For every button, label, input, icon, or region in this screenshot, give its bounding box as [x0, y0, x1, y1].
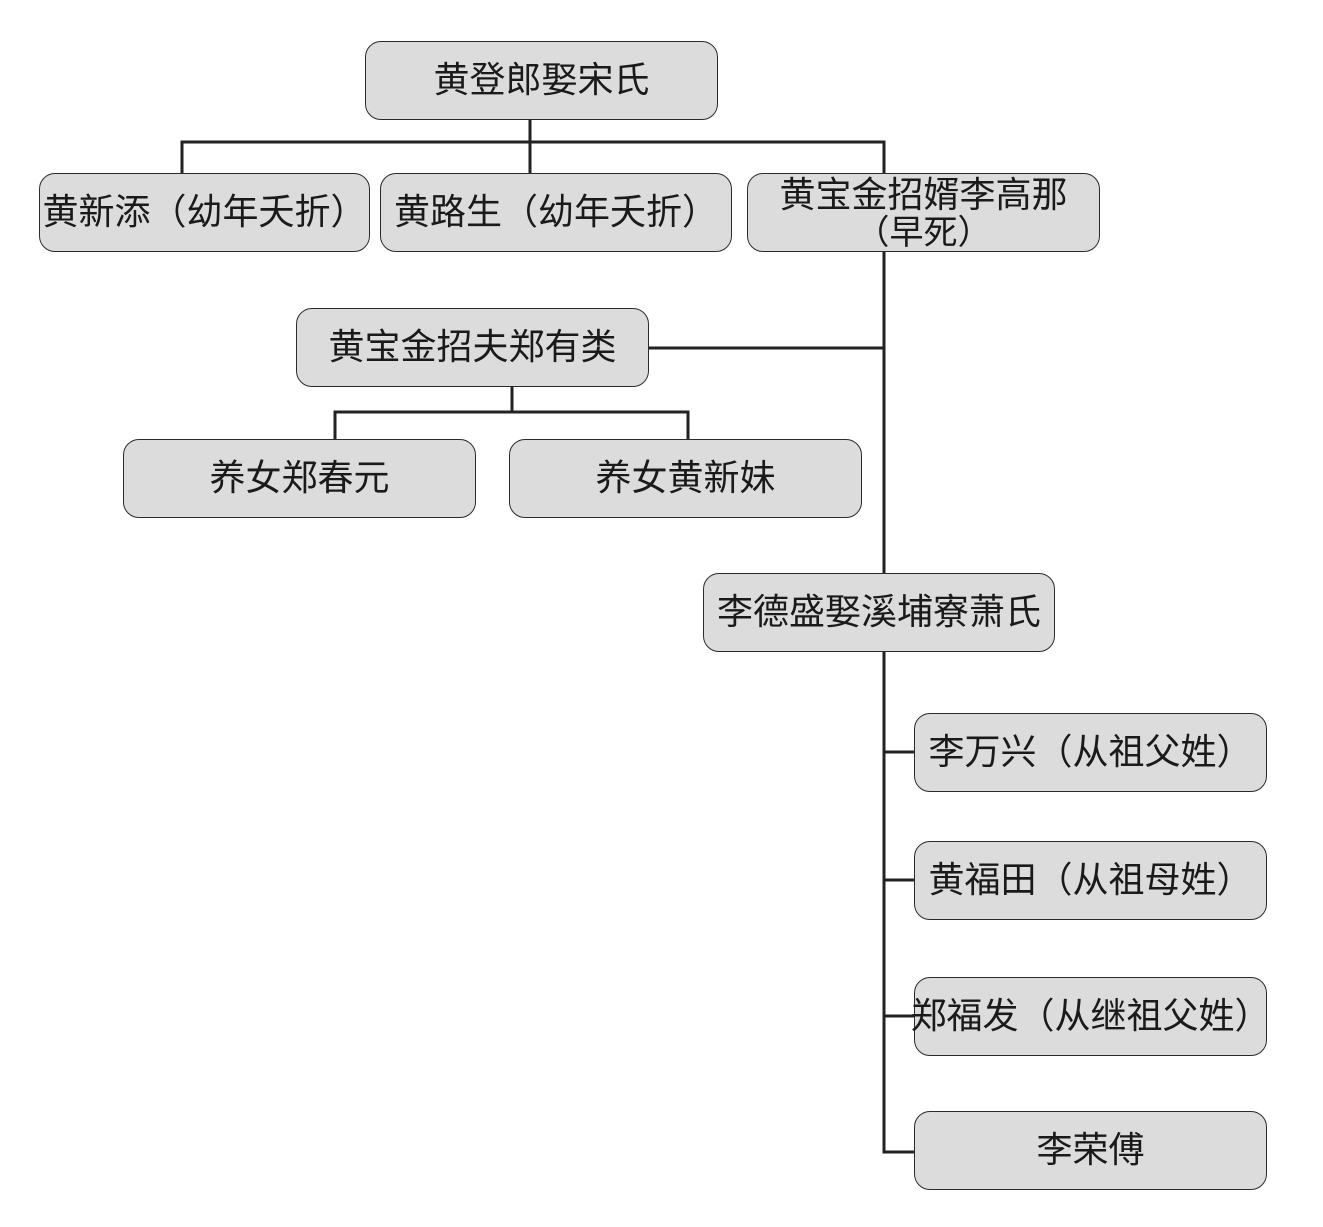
node-great3: 郑福发（从继祖父姓）: [911, 977, 1271, 1056]
node-adopted1-label: 养女郑春元: [209, 457, 390, 499]
node-great3-label: 郑福发（从继祖父姓）: [910, 995, 1271, 1037]
node-son2: 黄路生（幼年夭折）: [380, 173, 732, 252]
node-adopted2: 养女黄新妹: [509, 439, 862, 518]
node-great2-label: 黄福田（从祖母姓）: [928, 859, 1253, 901]
node-husband2: 黄宝金招夫郑有类: [296, 308, 649, 387]
node-son1: 黄新添（幼年夭折）: [39, 173, 370, 252]
node-grandson: 李德盛娶溪埔寮萧氏: [703, 573, 1055, 652]
node-daughter-label-line1: 黄宝金招婿李高那: [779, 174, 1068, 216]
node-adopted1: 养女郑春元: [123, 439, 476, 518]
node-great4-label: 李荣傅: [1036, 1129, 1145, 1171]
node-great1-label: 李万兴（从祖父姓）: [928, 731, 1253, 773]
node-daughter: 黄宝金招婿李高那 （早死）: [747, 173, 1100, 252]
node-son1-label: 黄新添（幼年夭折）: [42, 191, 367, 233]
node-daughter-label-line2: （早死）: [855, 212, 992, 253]
node-great4: 李荣傅: [914, 1111, 1267, 1190]
node-adopted2-label: 养女黄新妹: [595, 457, 776, 499]
node-great1: 李万兴（从祖父姓）: [914, 713, 1267, 792]
node-husband2-label: 黄宝金招夫郑有类: [328, 326, 617, 368]
node-grandson-label: 李德盛娶溪埔寮萧氏: [716, 591, 1041, 633]
node-root: 黄登郎娶宋氏: [365, 41, 718, 120]
node-great2: 黄福田（从祖母姓）: [914, 841, 1267, 920]
node-root-label: 黄登郎娶宋氏: [433, 59, 650, 101]
node-son2-label: 黄路生（幼年夭折）: [393, 191, 718, 233]
